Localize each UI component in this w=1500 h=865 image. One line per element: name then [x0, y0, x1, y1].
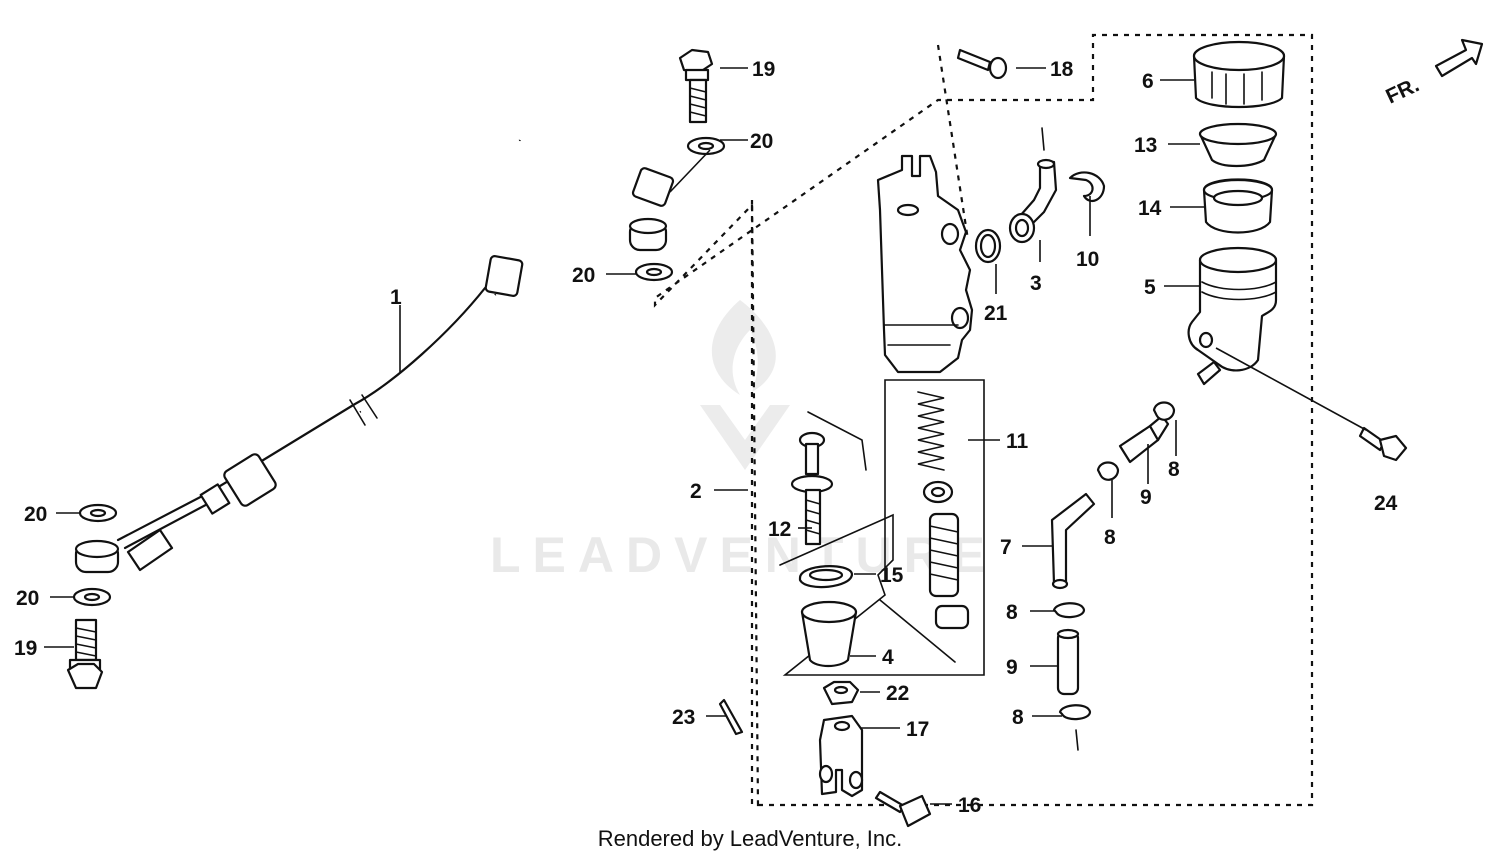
callout-21: 21	[984, 302, 1008, 325]
assembly-boundary	[653, 33, 1314, 807]
front-direction-indicator: FR.	[1382, 38, 1484, 109]
callout-24: 24	[1374, 492, 1398, 515]
callout-20-upper-right: 20	[750, 130, 773, 153]
watermark-text: LEADVENTURE	[490, 527, 997, 583]
bolt-19-lower	[66, 618, 104, 690]
reservoir-hose	[1050, 492, 1096, 590]
reservoir-plate	[1198, 122, 1278, 168]
callout-10: 10	[1076, 248, 1099, 271]
callout-22: 22	[886, 682, 909, 705]
callout-19-upper: 19	[752, 58, 775, 81]
leader-lines	[44, 67, 1367, 805]
callout-15: 15	[880, 564, 904, 587]
nut-22	[822, 680, 860, 706]
banjo-fitting-upper	[628, 217, 668, 252]
callout-8-middle: 8	[1006, 601, 1018, 624]
hose-joint	[1008, 127, 1058, 244]
cotter-pin	[718, 698, 744, 736]
retaining-clip	[798, 565, 854, 589]
callout-numbers: 1 2 3 4 5 6 7 8 8 8 8 9 9 10 11 12 13 14…	[14, 58, 1398, 817]
callout-2: 2	[690, 480, 702, 503]
callout-23: 23	[672, 706, 695, 729]
o-ring	[974, 228, 1002, 264]
footer-credit: Rendered by LeadVenture, Inc.	[597, 826, 903, 851]
bolt-19-upper	[678, 48, 714, 124]
sealing-washer-20	[72, 136, 726, 607]
callout-9-upper: 9	[1140, 486, 1152, 509]
hose-joint-9	[1056, 414, 1170, 696]
callout-4: 4	[882, 646, 894, 669]
callout-20-upper-left: 20	[572, 264, 595, 287]
banjo-fitting-lower	[74, 539, 120, 574]
callout-20-lower-upper: 20	[24, 503, 47, 526]
reservoir	[1187, 246, 1278, 386]
push-rod	[790, 431, 834, 546]
callout-13: 13	[1134, 134, 1157, 157]
diaphragm	[1202, 178, 1274, 234]
callout-8-lower: 8	[1012, 706, 1024, 729]
hose-clip-8	[1052, 401, 1176, 751]
callout-7: 7	[1000, 536, 1012, 559]
bolt-18	[956, 48, 1008, 80]
master-cylinder-body	[876, 154, 974, 374]
callout-12: 12	[768, 518, 791, 541]
callout-5: 5	[1144, 276, 1156, 299]
callout-9-lower: 9	[1006, 656, 1018, 679]
callout-8-upper-left: 8	[1104, 526, 1116, 549]
callout-3: 3	[1030, 272, 1042, 295]
callout-11: 11	[1006, 430, 1029, 453]
callout-16: 16	[958, 794, 981, 817]
callout-8-upper-right: 8	[1168, 458, 1180, 481]
bolt-24	[1358, 426, 1408, 462]
callout-1: 1	[390, 286, 402, 309]
watermark: LEADVENTURE	[490, 300, 997, 583]
callout-6: 6	[1142, 70, 1154, 93]
brake-hose	[116, 96, 675, 572]
clevis-joint	[818, 714, 864, 798]
piston-kit-box	[807, 411, 867, 471]
piston-spring	[917, 391, 970, 630]
callout-19-lower: 19	[14, 637, 37, 660]
direction-label: FR.	[1382, 73, 1422, 108]
callout-14: 14	[1138, 197, 1162, 220]
callout-20-lower: 20	[16, 587, 39, 610]
circlip	[1068, 171, 1106, 203]
callout-17: 17	[906, 718, 929, 741]
boot	[800, 600, 858, 668]
callout-18: 18	[1050, 58, 1074, 81]
reservoir-cap	[1192, 40, 1286, 109]
joint-pin	[874, 790, 932, 828]
